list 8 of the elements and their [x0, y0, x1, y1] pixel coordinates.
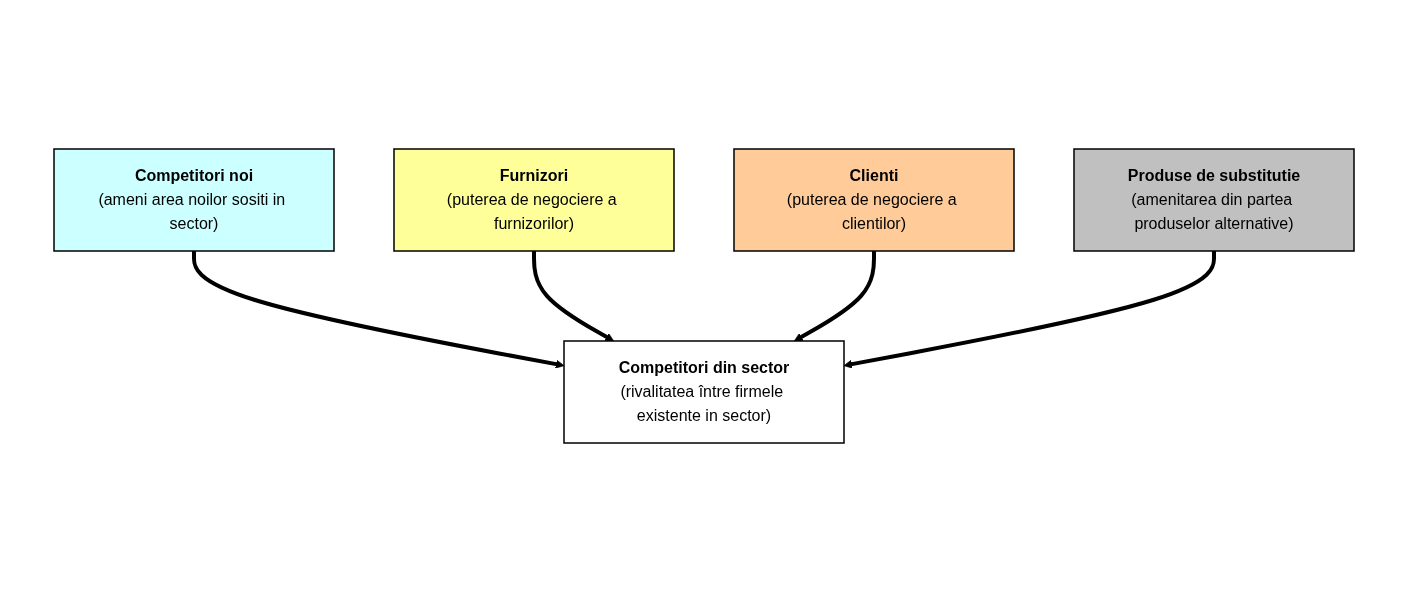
node-box: Furnizori (puterea de negociere a furnizorilor)	[393, 148, 675, 252]
arrow	[192, 251, 565, 369]
arrow	[793, 251, 876, 342]
node-box: Competitori din sector (rivalitatea între firmele existente in sector)	[563, 340, 845, 444]
node-box: Produse de substitutie (amenitarea din partea produselor alternative)	[1073, 148, 1355, 252]
node-box: Clienti (puterea de negociere a clientilor)	[733, 148, 1015, 252]
node-box: Competitori noi (ameni area noilor sositi in sector)	[53, 148, 335, 252]
arrow	[532, 251, 615, 342]
